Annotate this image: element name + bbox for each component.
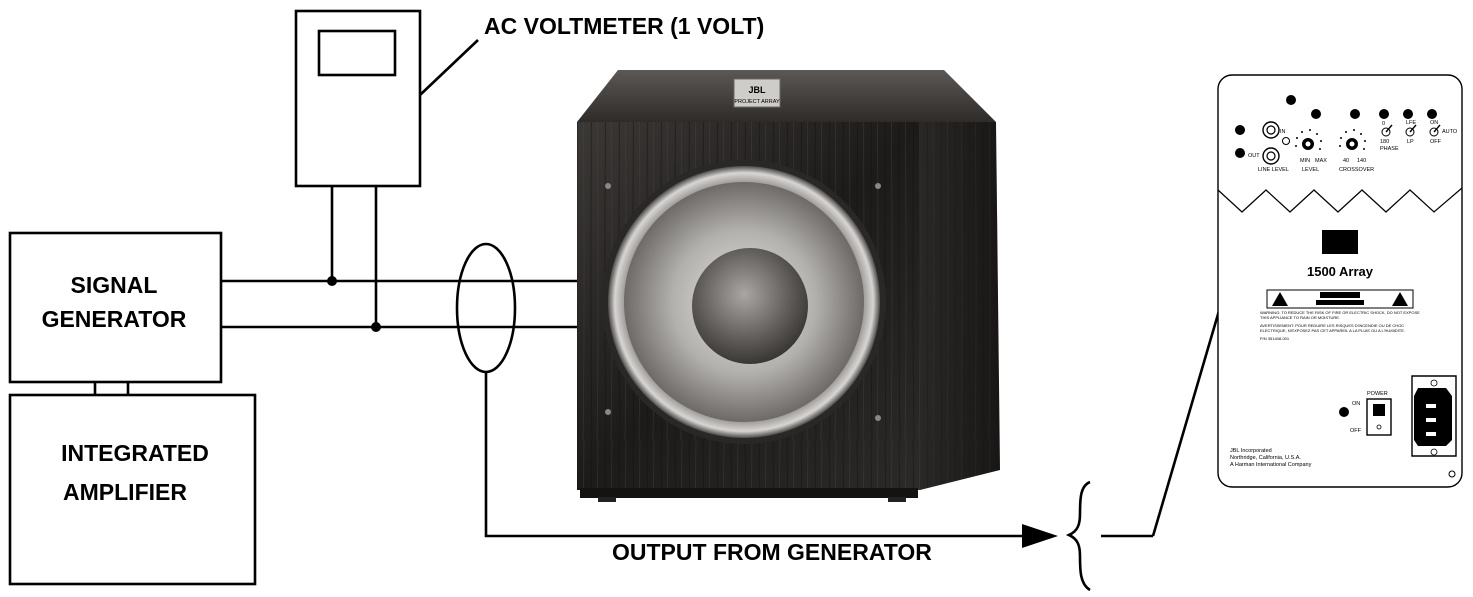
power-socket-icon <box>1411 375 1457 457</box>
power-led-icon <box>1282 137 1290 145</box>
warning-triangle-icon <box>1392 292 1408 306</box>
callout-7: 7 <box>1403 109 1413 119</box>
svg-text:8: 8 <box>1430 112 1434 119</box>
auto-switch <box>1429 124 1441 137</box>
screw-icon <box>605 409 611 415</box>
voltmeter-label: AC VOLTMETER (1 VOLT) <box>484 13 764 39</box>
output-jack <box>1262 147 1280 165</box>
power-on-label: ON <box>1352 401 1360 407</box>
warning-text-block: WARNING: TO REDUCE THE RISK OF FIRE OR E… <box>1260 310 1420 341</box>
level-label: LEVEL <box>1302 167 1319 173</box>
callout-6: 6 <box>1379 109 1389 119</box>
voltmeter-leader-line <box>419 39 479 96</box>
cabinet-base <box>580 488 918 498</box>
ac-voltmeter <box>294 9 422 188</box>
callout-9: 9 <box>1339 407 1349 417</box>
junction-dot-top <box>327 276 337 286</box>
maker-line1: JBL Incorporated <box>1230 448 1272 454</box>
jbl-logo <box>1322 230 1358 254</box>
junction-dot-bottom <box>371 322 381 332</box>
maker-line3: A Harman International Company <box>1230 462 1312 468</box>
phase-switch <box>1381 124 1393 137</box>
badge-plate <box>733 78 781 108</box>
on-label: ON <box>1430 120 1438 126</box>
signal-generator-box: SIGNAL GENERATOR <box>8 231 223 384</box>
svg-text:1: 1 <box>1238 128 1242 135</box>
phase-0-label: 0 <box>1382 121 1385 127</box>
warning-triangle-icon <box>1272 292 1288 306</box>
level-max-label: MAX <box>1315 158 1327 164</box>
lfe-label: LFE <box>1406 120 1416 126</box>
warning-text: WARNING: TO REDUCE THE RISK OF FIRE OR E… <box>1260 310 1420 320</box>
probe-loop <box>455 242 517 374</box>
cabinet-top <box>577 70 996 122</box>
screw-icon <box>605 183 611 189</box>
badge-subtext: PROJECT ARRAY <box>734 99 780 105</box>
phase-label: PHASE <box>1380 146 1399 152</box>
off-label: OFF <box>1430 139 1442 145</box>
svg-text:6: 6 <box>1382 112 1386 119</box>
avertissement-text: AVERTISSEMENT: POUR REDUIRE LES RISQUES … <box>1260 323 1405 333</box>
svg-text:2: 2 <box>1238 151 1242 158</box>
lfe-switch <box>1405 124 1417 137</box>
svg-text:3: 3 <box>1289 98 1293 105</box>
output-arrowhead <box>1022 524 1058 548</box>
signal-generator-label-line1: SIGNAL <box>71 272 158 298</box>
callout-4: 4 <box>1311 109 1321 119</box>
part-number: P/N 351408-001 <box>1260 336 1290 341</box>
maker-line2: Northridge, California, U.S.A. <box>1230 455 1301 461</box>
jack-in-label: IN <box>1280 129 1286 135</box>
subwoofer: JBL PROJECT ARRAY <box>577 70 1000 502</box>
signal-generator-label-line2: GENERATOR <box>42 306 187 332</box>
auto-label: AUTO <box>1442 129 1458 135</box>
level-knob <box>1295 129 1322 150</box>
amplifier-label-line1: INTEGRATED <box>61 440 209 466</box>
rear-panel: 1 2 3 4 5 6 7 8 IN OUT <box>1217 74 1463 488</box>
svg-text:4: 4 <box>1314 112 1318 119</box>
jbl-logo-text: JBL <box>1329 236 1352 250</box>
mount-hole-icon <box>1448 470 1456 478</box>
input-jack <box>1262 121 1280 139</box>
badge-logo: JBL <box>748 85 766 95</box>
line-level-label: LINE LEVEL <box>1258 167 1289 173</box>
crossover-knob <box>1339 129 1366 150</box>
callout-3: 3 <box>1286 95 1296 105</box>
dust-cap <box>692 248 808 364</box>
voltmeter-display <box>317 29 397 77</box>
output-wire <box>484 372 1030 538</box>
power-label: POWER <box>1367 391 1388 397</box>
power-off-label: OFF <box>1350 428 1362 434</box>
screw-icon <box>875 183 881 189</box>
output-label: OUTPUT FROM GENERATOR <box>612 539 932 565</box>
integrated-amplifier-box: INTEGRATED AMPLIFIER <box>8 393 257 586</box>
callout-2: 2 <box>1235 148 1245 158</box>
callout-5: 5 <box>1350 109 1360 119</box>
caution-label: CAUTION <box>1327 293 1352 299</box>
amplifier-label-line2: AMPLIFIER <box>63 479 187 505</box>
callout-8: 8 <box>1427 109 1437 119</box>
level-min-label: MIN <box>1300 158 1310 164</box>
caution-block: CAUTION <box>1266 289 1414 309</box>
svg-text:5: 5 <box>1353 112 1357 119</box>
lp-label: LP <box>1407 139 1414 145</box>
jack-out-label: OUT <box>1248 153 1260 159</box>
model-label: 1500 Array <box>1307 264 1374 279</box>
phase-180-label: 180 <box>1380 139 1389 145</box>
brace-icon <box>1065 480 1091 592</box>
svg-text:7: 7 <box>1406 112 1410 119</box>
crossover-low-label: 40 <box>1343 158 1349 164</box>
callout-1: 1 <box>1235 125 1245 135</box>
crossover-label: CROSSOVER <box>1339 167 1374 173</box>
svg-text:9: 9 <box>1342 410 1346 417</box>
crossover-high-label: 140 <box>1357 158 1366 164</box>
screw-icon <box>875 415 881 421</box>
panel-break-line <box>1217 187 1463 213</box>
